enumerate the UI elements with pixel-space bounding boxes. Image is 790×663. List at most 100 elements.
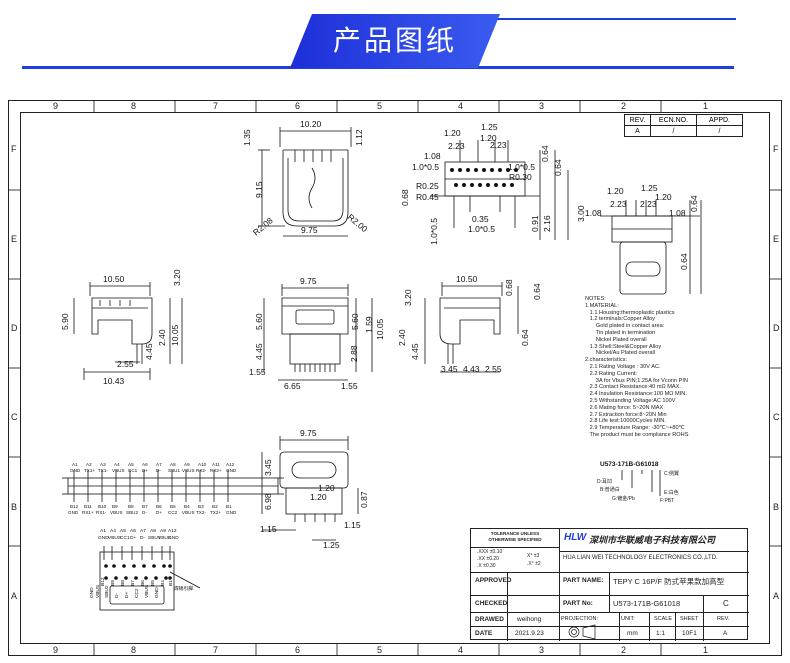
rev-value: A: [723, 630, 728, 637]
zone-col-label: 8: [131, 101, 137, 111]
zone-col-label: 7: [213, 101, 219, 111]
company-logo: HLW: [564, 532, 587, 543]
dim-text: 0.64: [532, 283, 542, 300]
dim-text: 0.68: [504, 279, 514, 296]
pin-label: B8: [120, 580, 126, 586]
drawing-frame-inner: [20, 112, 770, 644]
front-view: [263, 284, 373, 381]
pin-label: B1: [226, 504, 232, 509]
pin-label: B1: [168, 580, 174, 586]
pin-label: A10: [198, 462, 207, 467]
zone-row-label: A: [11, 591, 18, 601]
pin-sub-label: D-: [156, 468, 161, 473]
dim-text: 4.43: [463, 364, 480, 374]
dim-text: 2.23: [610, 199, 627, 209]
dim-text: 1.0*0.5: [412, 162, 439, 172]
zone-col-label: 5: [377, 101, 383, 111]
pin-label: A6: [142, 462, 148, 467]
scale-label: SCALE: [654, 616, 673, 622]
dim-text: R0.45: [416, 192, 439, 202]
dim-text: 2.88: [349, 345, 359, 362]
dim-text: 1.08: [424, 151, 441, 161]
pin-sub-label: CC1: [128, 468, 138, 473]
title-block: TOLERANCE UNLESS OTHERWISE SPECIFIED .XX…: [470, 528, 749, 641]
scale-value: 1:1: [656, 630, 666, 637]
dim-text: 1.25: [323, 540, 340, 550]
pin-sub-label: VBUS: [158, 535, 171, 541]
dim-text: 6.98: [263, 493, 273, 510]
pin-label: A7: [156, 462, 162, 467]
zone-col-label: 1: [703, 645, 709, 655]
pin-label: B5: [150, 580, 156, 586]
angle-tolerance: X° ±3: [527, 553, 540, 559]
banner-tab: [290, 14, 500, 68]
dim-text: 1.20: [607, 186, 624, 196]
dim-text: 1.08: [669, 208, 686, 218]
dim-text: 1.20: [318, 483, 335, 493]
dim-text: 0.68: [400, 189, 410, 206]
dim-text: 0.87: [359, 491, 369, 508]
zone-row-label: E: [11, 234, 18, 244]
pin-label: A5: [128, 462, 134, 467]
pin-label: A3: [100, 462, 106, 467]
zone-row-label: B: [773, 502, 780, 512]
pin-sub-label: GND: [98, 535, 109, 541]
drawed-label: DRAWED: [475, 616, 504, 623]
pin-sub-label: TX1-: [98, 468, 108, 473]
side-view-left: [73, 282, 183, 380]
pin-sub-label: SBU2: [104, 585, 110, 598]
pin-sub-label: RX1+: [82, 510, 94, 515]
pin-sub-label: CC1: [120, 535, 130, 541]
zone-row-label: D: [11, 323, 18, 333]
pin-label: B12: [100, 577, 106, 586]
dim-text: 9.15: [254, 181, 264, 198]
dim-text: 1.20: [655, 192, 672, 202]
pin-sub-label: CC2: [168, 510, 178, 515]
dim-text: 10.43: [103, 376, 125, 386]
dim-text: 1.25: [641, 183, 658, 193]
part-no-label: PART No:: [563, 600, 593, 607]
dim-text: 1.35: [242, 129, 252, 146]
date-label: DATE: [475, 630, 493, 637]
dim-text: 10.50: [103, 274, 125, 284]
pin-label: A1: [72, 462, 78, 467]
pin-label: B6: [140, 580, 146, 586]
pinout-callout: 焊锡引脚: [174, 585, 193, 592]
dim-text: 1.25: [481, 122, 498, 132]
checked-label: CHECKED: [475, 600, 508, 607]
pin-label: A12: [168, 528, 177, 534]
pinout-view: [99, 546, 201, 611]
pin-sub-label: TX1+: [84, 468, 95, 473]
pin-sub-label: CC2: [134, 588, 140, 598]
part-code-leaders: [621, 470, 661, 496]
dim-text: 3.45: [263, 459, 273, 476]
zone-row-label: F: [11, 144, 17, 154]
dim-text: 0.91: [530, 215, 540, 232]
pin-sub-label: D-: [140, 535, 145, 541]
dim-text: 1.08: [585, 208, 602, 218]
pin-sub-label: GND: [168, 535, 179, 541]
dim-text: 5.60: [254, 313, 264, 330]
dim-text: 1.0*0.5: [508, 162, 535, 172]
zone-col-label: 6: [295, 645, 301, 655]
pin-label: B9: [112, 504, 118, 509]
zone-col-label: 1: [703, 101, 709, 111]
dim-text: 0.64: [689, 195, 699, 212]
dim-text: 9.75: [300, 428, 317, 438]
pin-label: A4: [110, 528, 116, 534]
revision-table: REV. ECN.NO. APPD. A / /: [624, 114, 743, 137]
pin-sub-label: VBUS: [112, 468, 125, 473]
part-no-value: U573-171B-G61018: [613, 599, 681, 608]
tolerance-row: .X ±0.30: [477, 563, 496, 569]
pin-label: B7: [130, 580, 136, 586]
dim-text: 4.45: [144, 343, 154, 360]
zone-col-label: 3: [539, 645, 545, 655]
angle-tolerance: .X° ±2: [527, 561, 541, 567]
dim-text: 9.75: [300, 276, 317, 286]
dim-text: 1.55: [341, 381, 358, 391]
zone-row-label: C: [773, 412, 780, 422]
pin-sub-label: RX2+: [210, 468, 222, 473]
zone-row-label: B: [11, 502, 18, 512]
dim-text: 0.64: [520, 329, 530, 346]
